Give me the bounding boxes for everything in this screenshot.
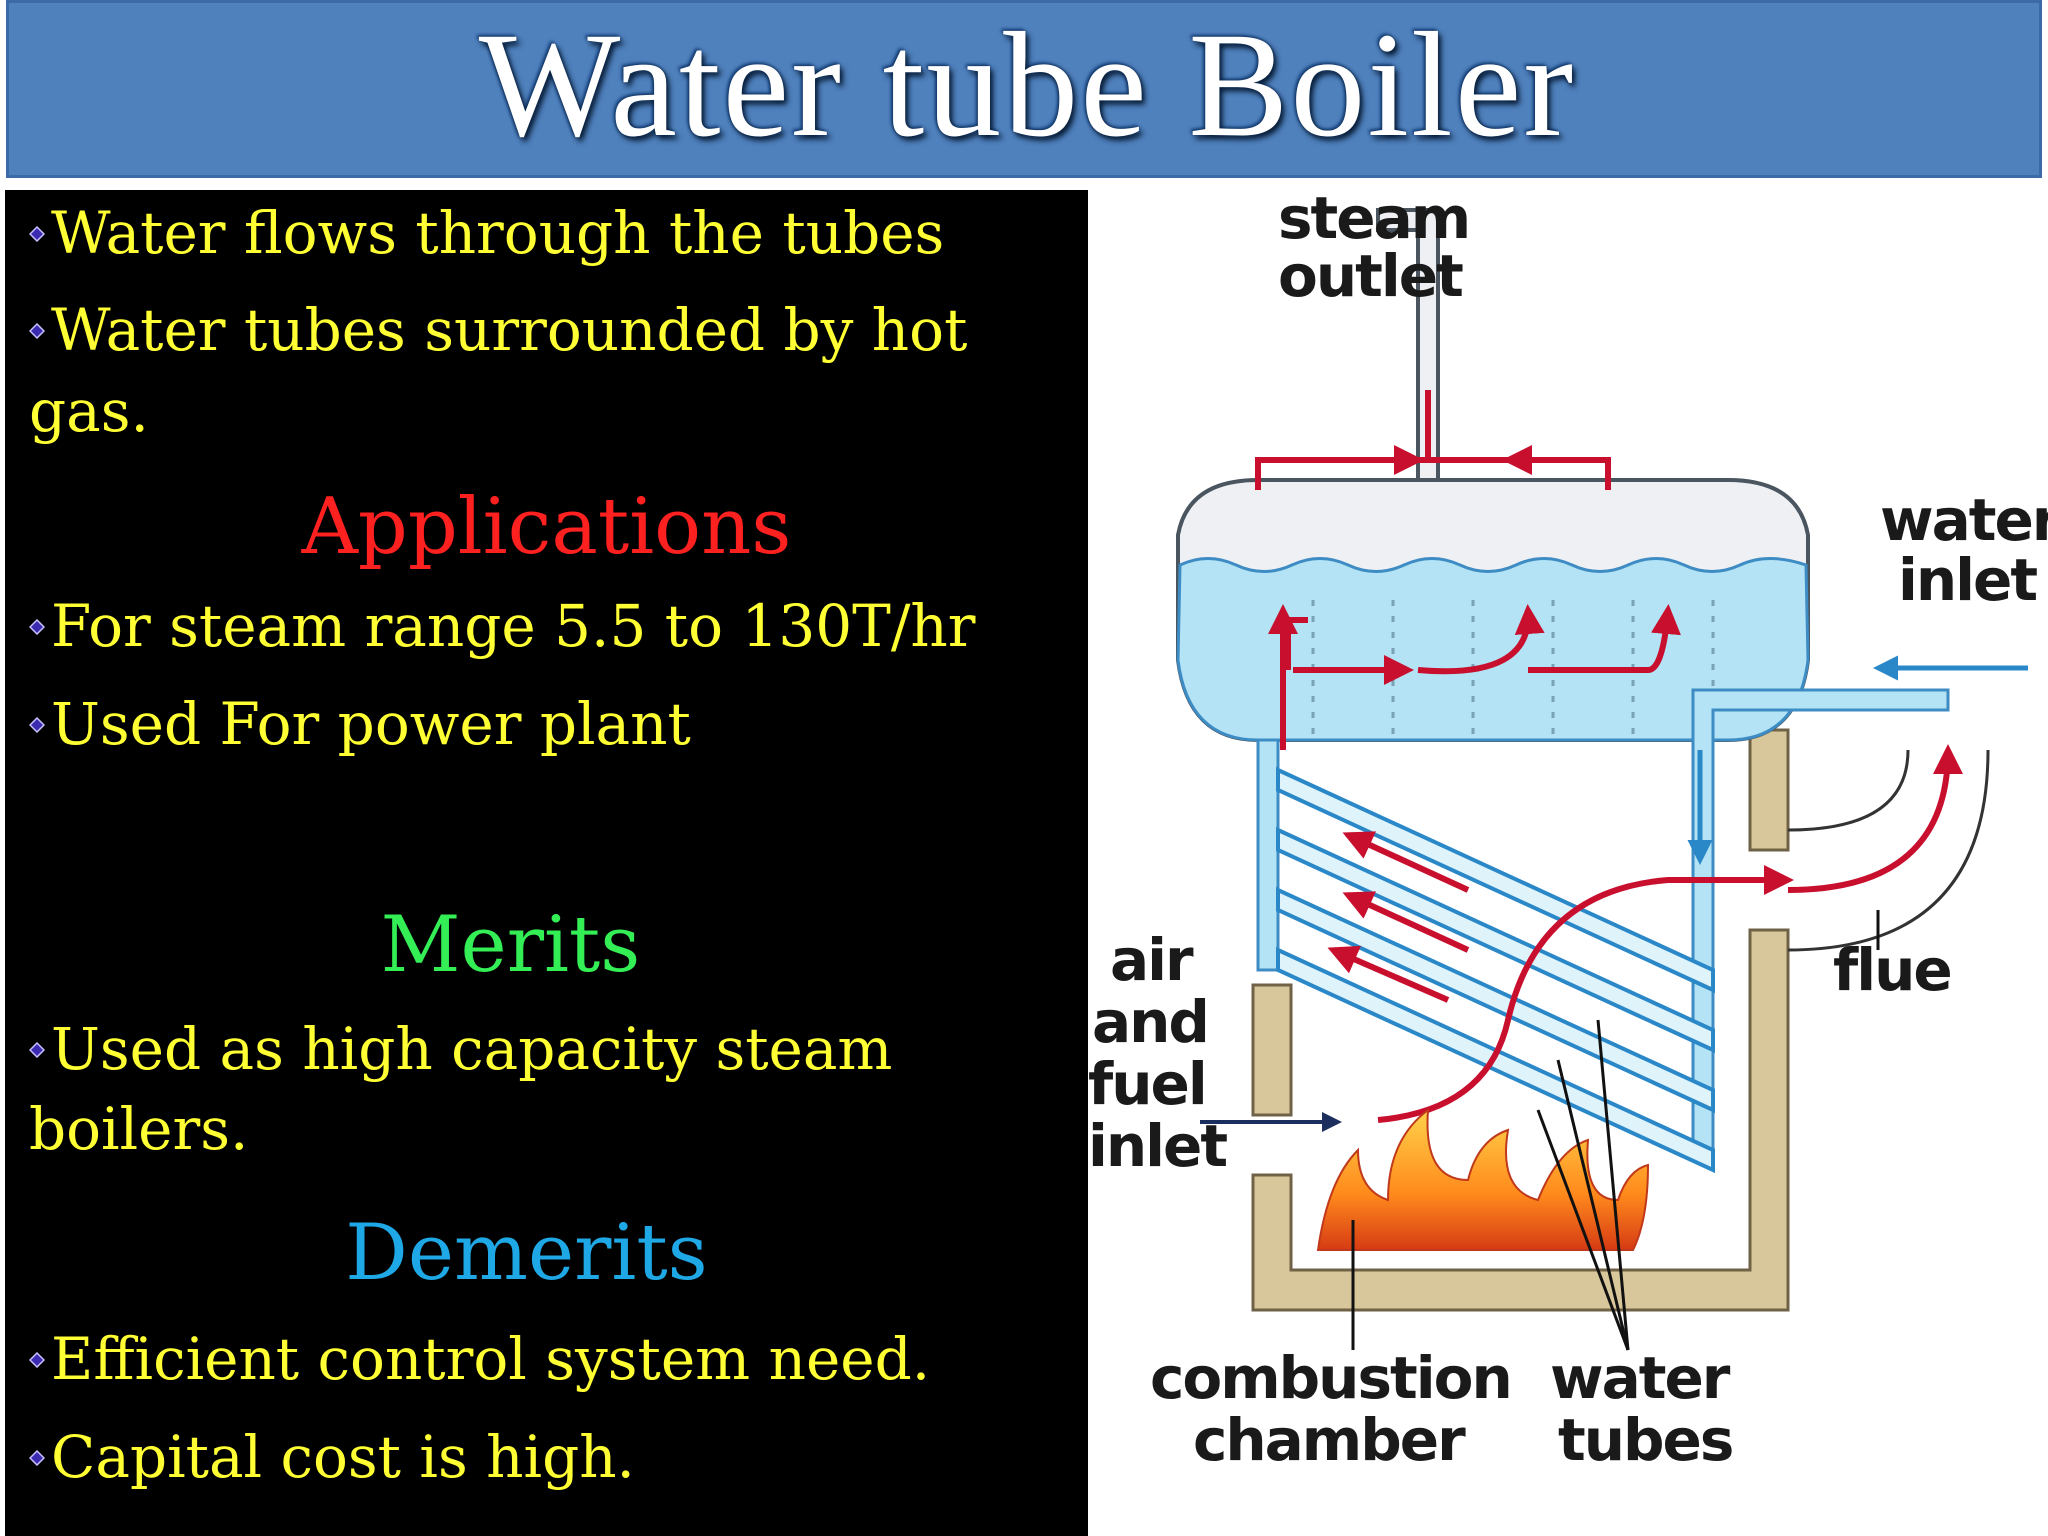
bullet-diamond-icon bbox=[29, 1449, 45, 1466]
furnace-wall bbox=[1251, 728, 1790, 1312]
bullet-diamond-icon bbox=[29, 225, 45, 242]
label-water-tubes: water bbox=[1550, 1344, 1731, 1412]
label-steam: steam bbox=[1278, 190, 1469, 252]
point-continuation: gas. bbox=[29, 377, 149, 445]
applications-heading: Applications bbox=[301, 482, 792, 572]
bullet-point: Efficient control system need. bbox=[29, 1328, 930, 1390]
label-chamber: chamber bbox=[1193, 1406, 1466, 1474]
fire-icon bbox=[1316, 1107, 1650, 1251]
steam-flow-arrows-lower bbox=[1268, 604, 1681, 750]
text-panel: Water flows through the tubes Water tube… bbox=[5, 190, 1088, 1536]
bullet-diamond-icon bbox=[29, 716, 45, 733]
label-water: water bbox=[1880, 486, 2048, 554]
flue-duct bbox=[1787, 749, 1990, 952]
bullet-point: Used For power plant bbox=[29, 693, 691, 755]
point-text: Water tubes surrounded by hot bbox=[51, 296, 968, 364]
demerits-heading: Demerits bbox=[345, 1208, 708, 1298]
tube-flow-arrows bbox=[1327, 831, 1470, 1003]
label-and: and bbox=[1092, 988, 1208, 1056]
label-fuel: fuel bbox=[1088, 1050, 1206, 1118]
bullet-point: Water tubes surrounded by hot bbox=[29, 299, 967, 361]
label-inlet: inlet bbox=[1898, 546, 2037, 614]
bullet-diamond-icon bbox=[29, 618, 45, 635]
merit-text: Used as high capacity steam bbox=[51, 1015, 893, 1083]
demerit-text: Efficient control system need. bbox=[51, 1325, 931, 1393]
boiler-diagram: steam outlet water inlet flue air and fu… bbox=[1088, 190, 2048, 1474]
bullet-diamond-icon bbox=[29, 1351, 45, 1368]
bullet-diamond-icon bbox=[29, 322, 45, 339]
hot-gas-arrow bbox=[1377, 865, 1794, 1123]
water-tubes bbox=[1276, 766, 1715, 1174]
bullet-point: Used as high capacity steam bbox=[29, 1018, 892, 1080]
demerit-text: Capital cost is high. bbox=[51, 1423, 635, 1491]
label-tubes: tubes bbox=[1558, 1406, 1732, 1474]
bullet-diamond-icon bbox=[29, 1041, 45, 1058]
bullet-point: Water flows through the tubes bbox=[29, 202, 944, 264]
title-bar: Water tube Boiler bbox=[6, 0, 2042, 178]
merit-continuation: boilers. bbox=[29, 1095, 249, 1163]
flue-arrow bbox=[1787, 744, 1963, 893]
label-fuel-inlet: inlet bbox=[1088, 1112, 1227, 1180]
label-flue: flue bbox=[1833, 936, 1951, 1004]
application-text: Used For power plant bbox=[51, 690, 691, 758]
bullet-point: Capital cost is high. bbox=[29, 1426, 635, 1488]
bullet-point: For steam range 5.5 to 130T/hr bbox=[29, 595, 975, 657]
label-outlet: outlet bbox=[1278, 242, 1463, 310]
slide-title: Water tube Boiler bbox=[478, 2, 1576, 168]
point-text: Water flows through the tubes bbox=[51, 199, 945, 267]
label-air: air bbox=[1110, 926, 1194, 994]
label-combustion: combustion bbox=[1150, 1344, 1511, 1412]
merits-heading: Merits bbox=[380, 900, 641, 990]
steam-drum bbox=[1176, 478, 1810, 742]
steam-outlet-pipe bbox=[1376, 208, 1440, 482]
steam-flow-arrows bbox=[1255, 390, 1611, 490]
application-text: For steam range 5.5 to 130T/hr bbox=[51, 592, 976, 660]
riser-tube bbox=[1256, 738, 1280, 972]
pointer-lines bbox=[1351, 910, 1880, 1351]
